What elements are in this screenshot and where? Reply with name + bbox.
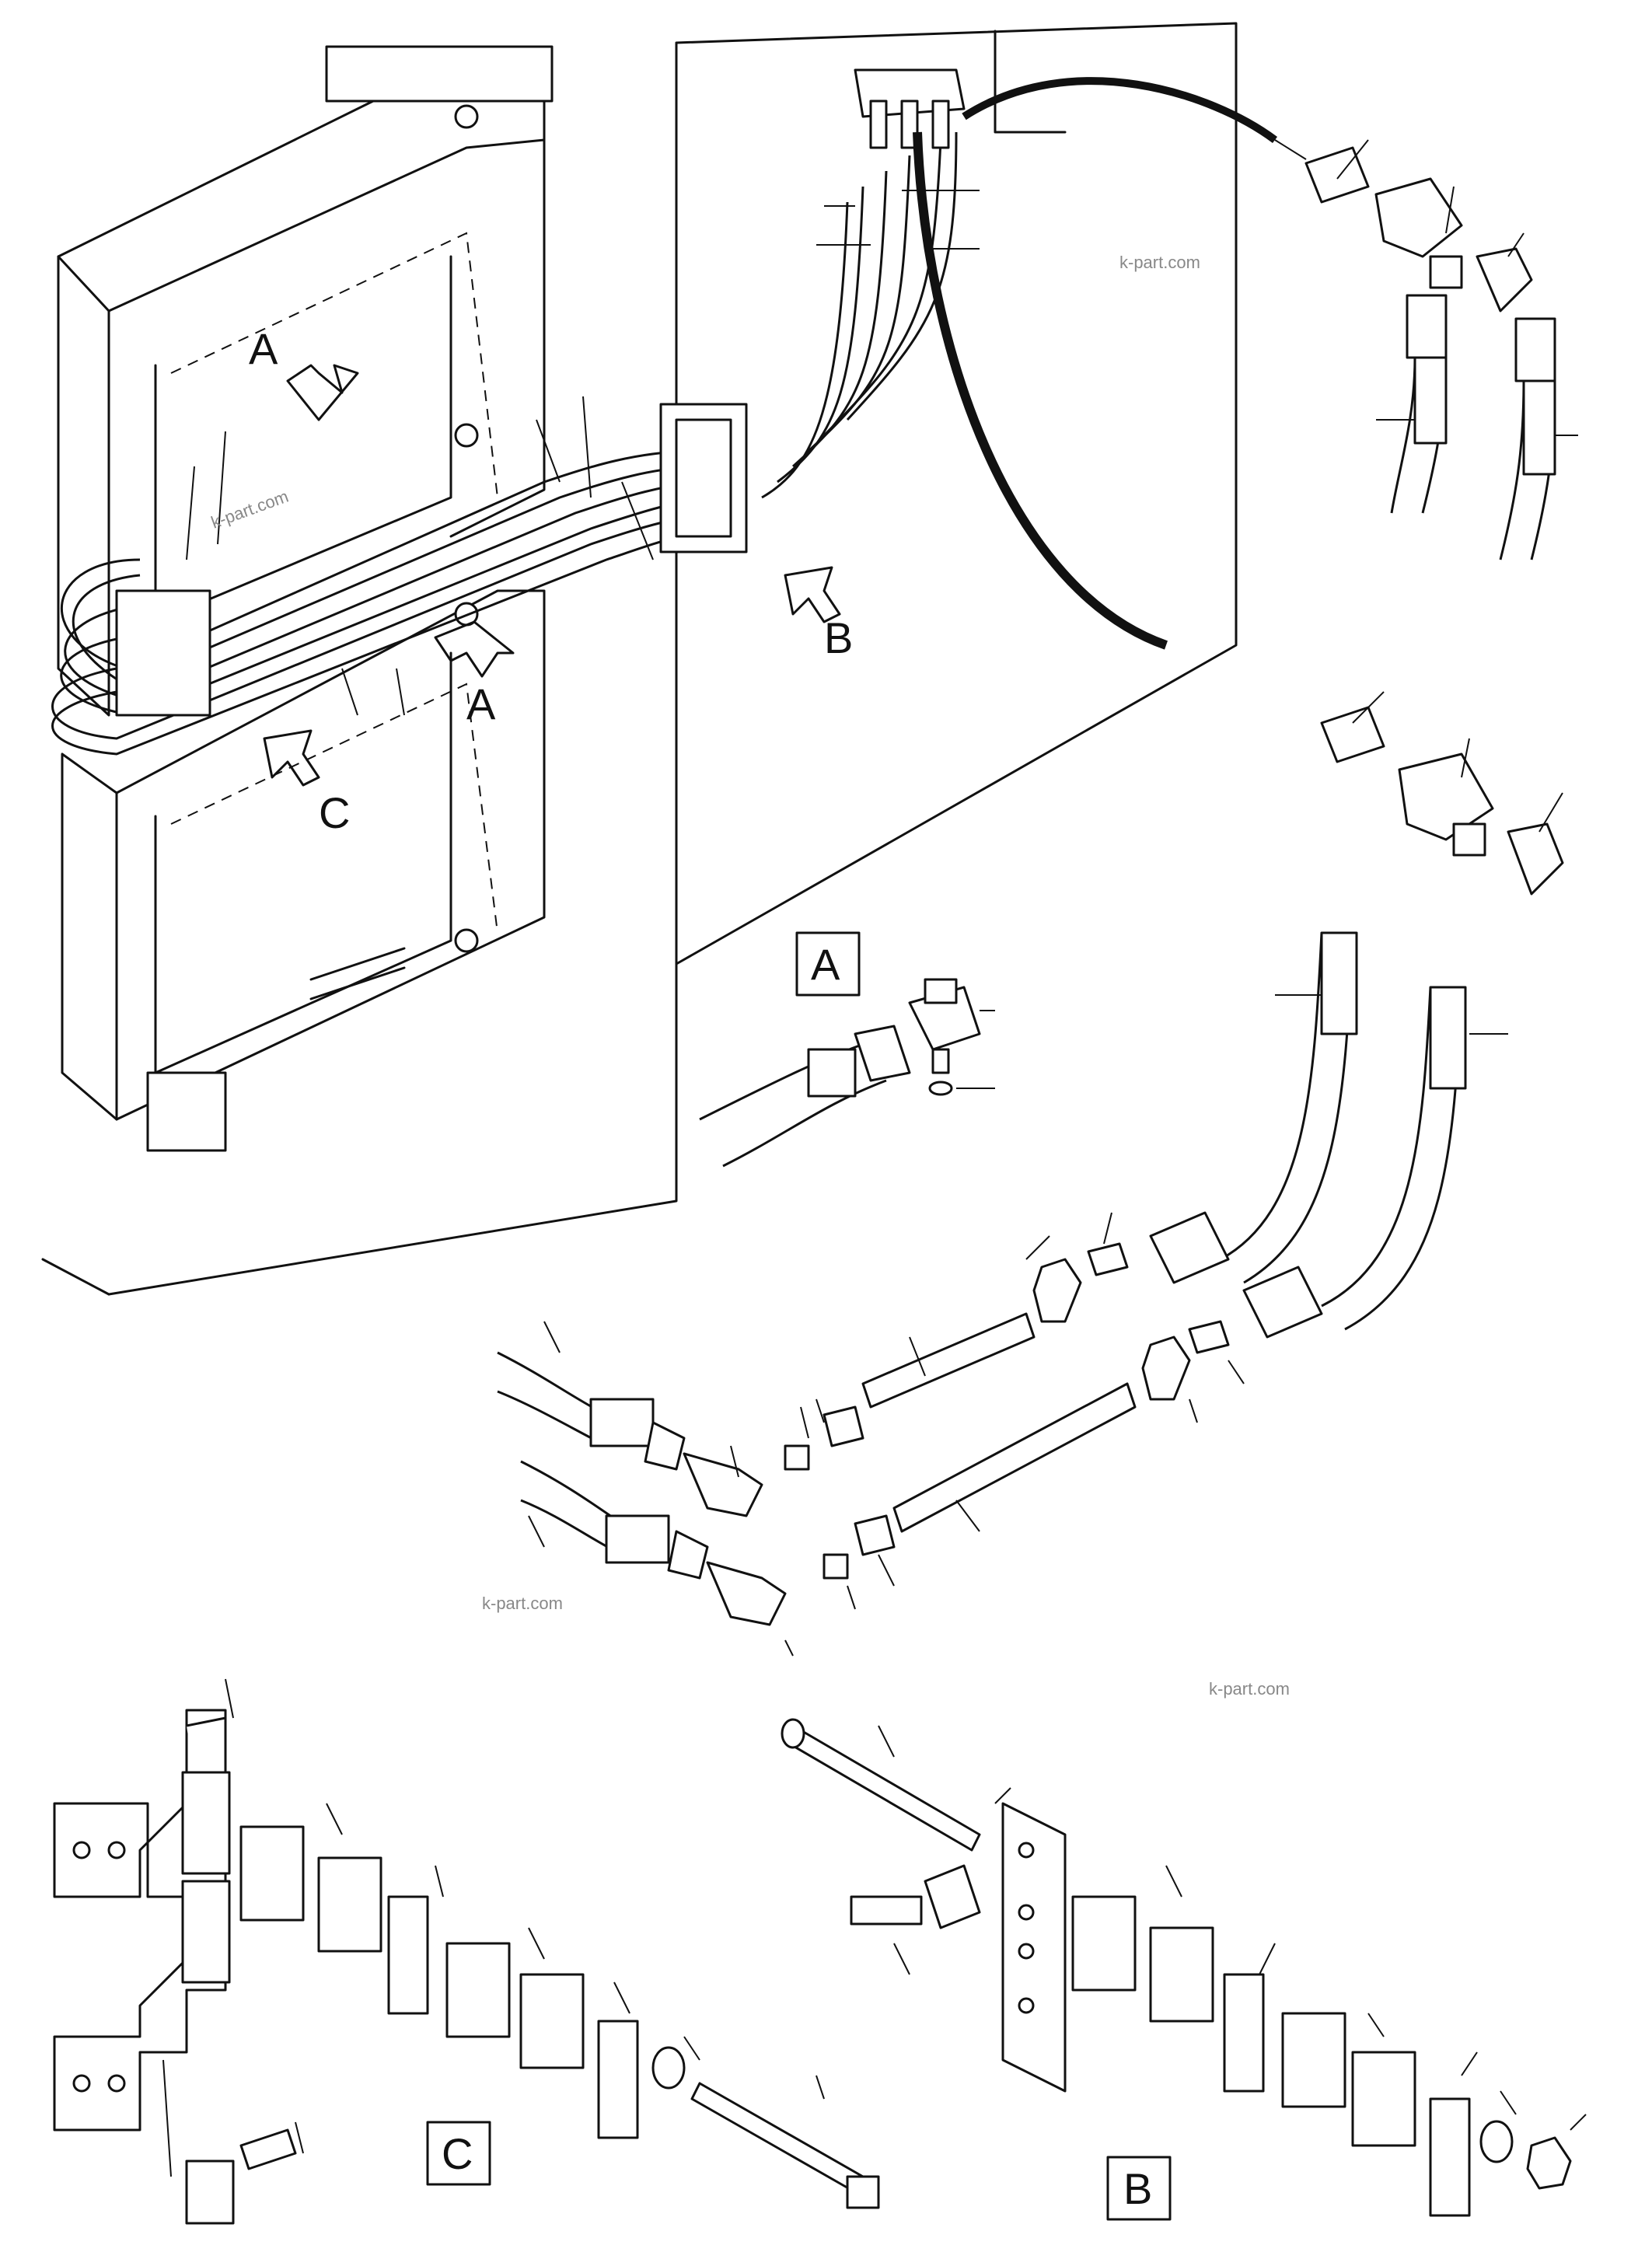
detail-c-clamp-assembly xyxy=(53,1678,880,2225)
svg-text:C: C xyxy=(319,788,350,837)
drain-hose xyxy=(962,77,1277,144)
svg-text:B: B xyxy=(824,613,853,662)
detail-a-fitting xyxy=(699,978,995,1168)
long-hoses-detail xyxy=(861,931,1508,1533)
svg-text:A: A xyxy=(466,679,496,728)
svg-text:C: C xyxy=(442,2129,473,2178)
drain-hose-lower xyxy=(913,131,1168,650)
svg-text:A: A xyxy=(249,324,278,373)
detail-b-box xyxy=(1106,2156,1172,2221)
detail-c-box xyxy=(426,2121,491,2186)
view-arrow-b: B xyxy=(784,566,853,662)
view-arrow-a-top: A xyxy=(249,324,359,421)
detail-a-box xyxy=(795,931,861,997)
elbow-hoses-detail xyxy=(497,1321,896,1657)
svg-text:A: A xyxy=(811,940,840,989)
detail-b-clamp-assembly xyxy=(781,1718,1587,2217)
view-arrow-a-mid: A xyxy=(434,620,515,728)
upper-cooler xyxy=(57,45,554,717)
watermark: k-part.com xyxy=(482,1594,563,1613)
manifold-fittings xyxy=(854,68,966,149)
tee-fitting-detail-top xyxy=(1274,139,1578,560)
watermark: k-part.com xyxy=(1209,1679,1290,1699)
lower-cooler xyxy=(61,589,546,1152)
watermark: k-part.com xyxy=(1119,253,1200,272)
tee-fitting-detail-mid xyxy=(1320,691,1564,896)
svg-text:B: B xyxy=(1123,2164,1152,2213)
view-arrow-c: C xyxy=(263,729,350,837)
main-assembly xyxy=(41,22,1277,1296)
